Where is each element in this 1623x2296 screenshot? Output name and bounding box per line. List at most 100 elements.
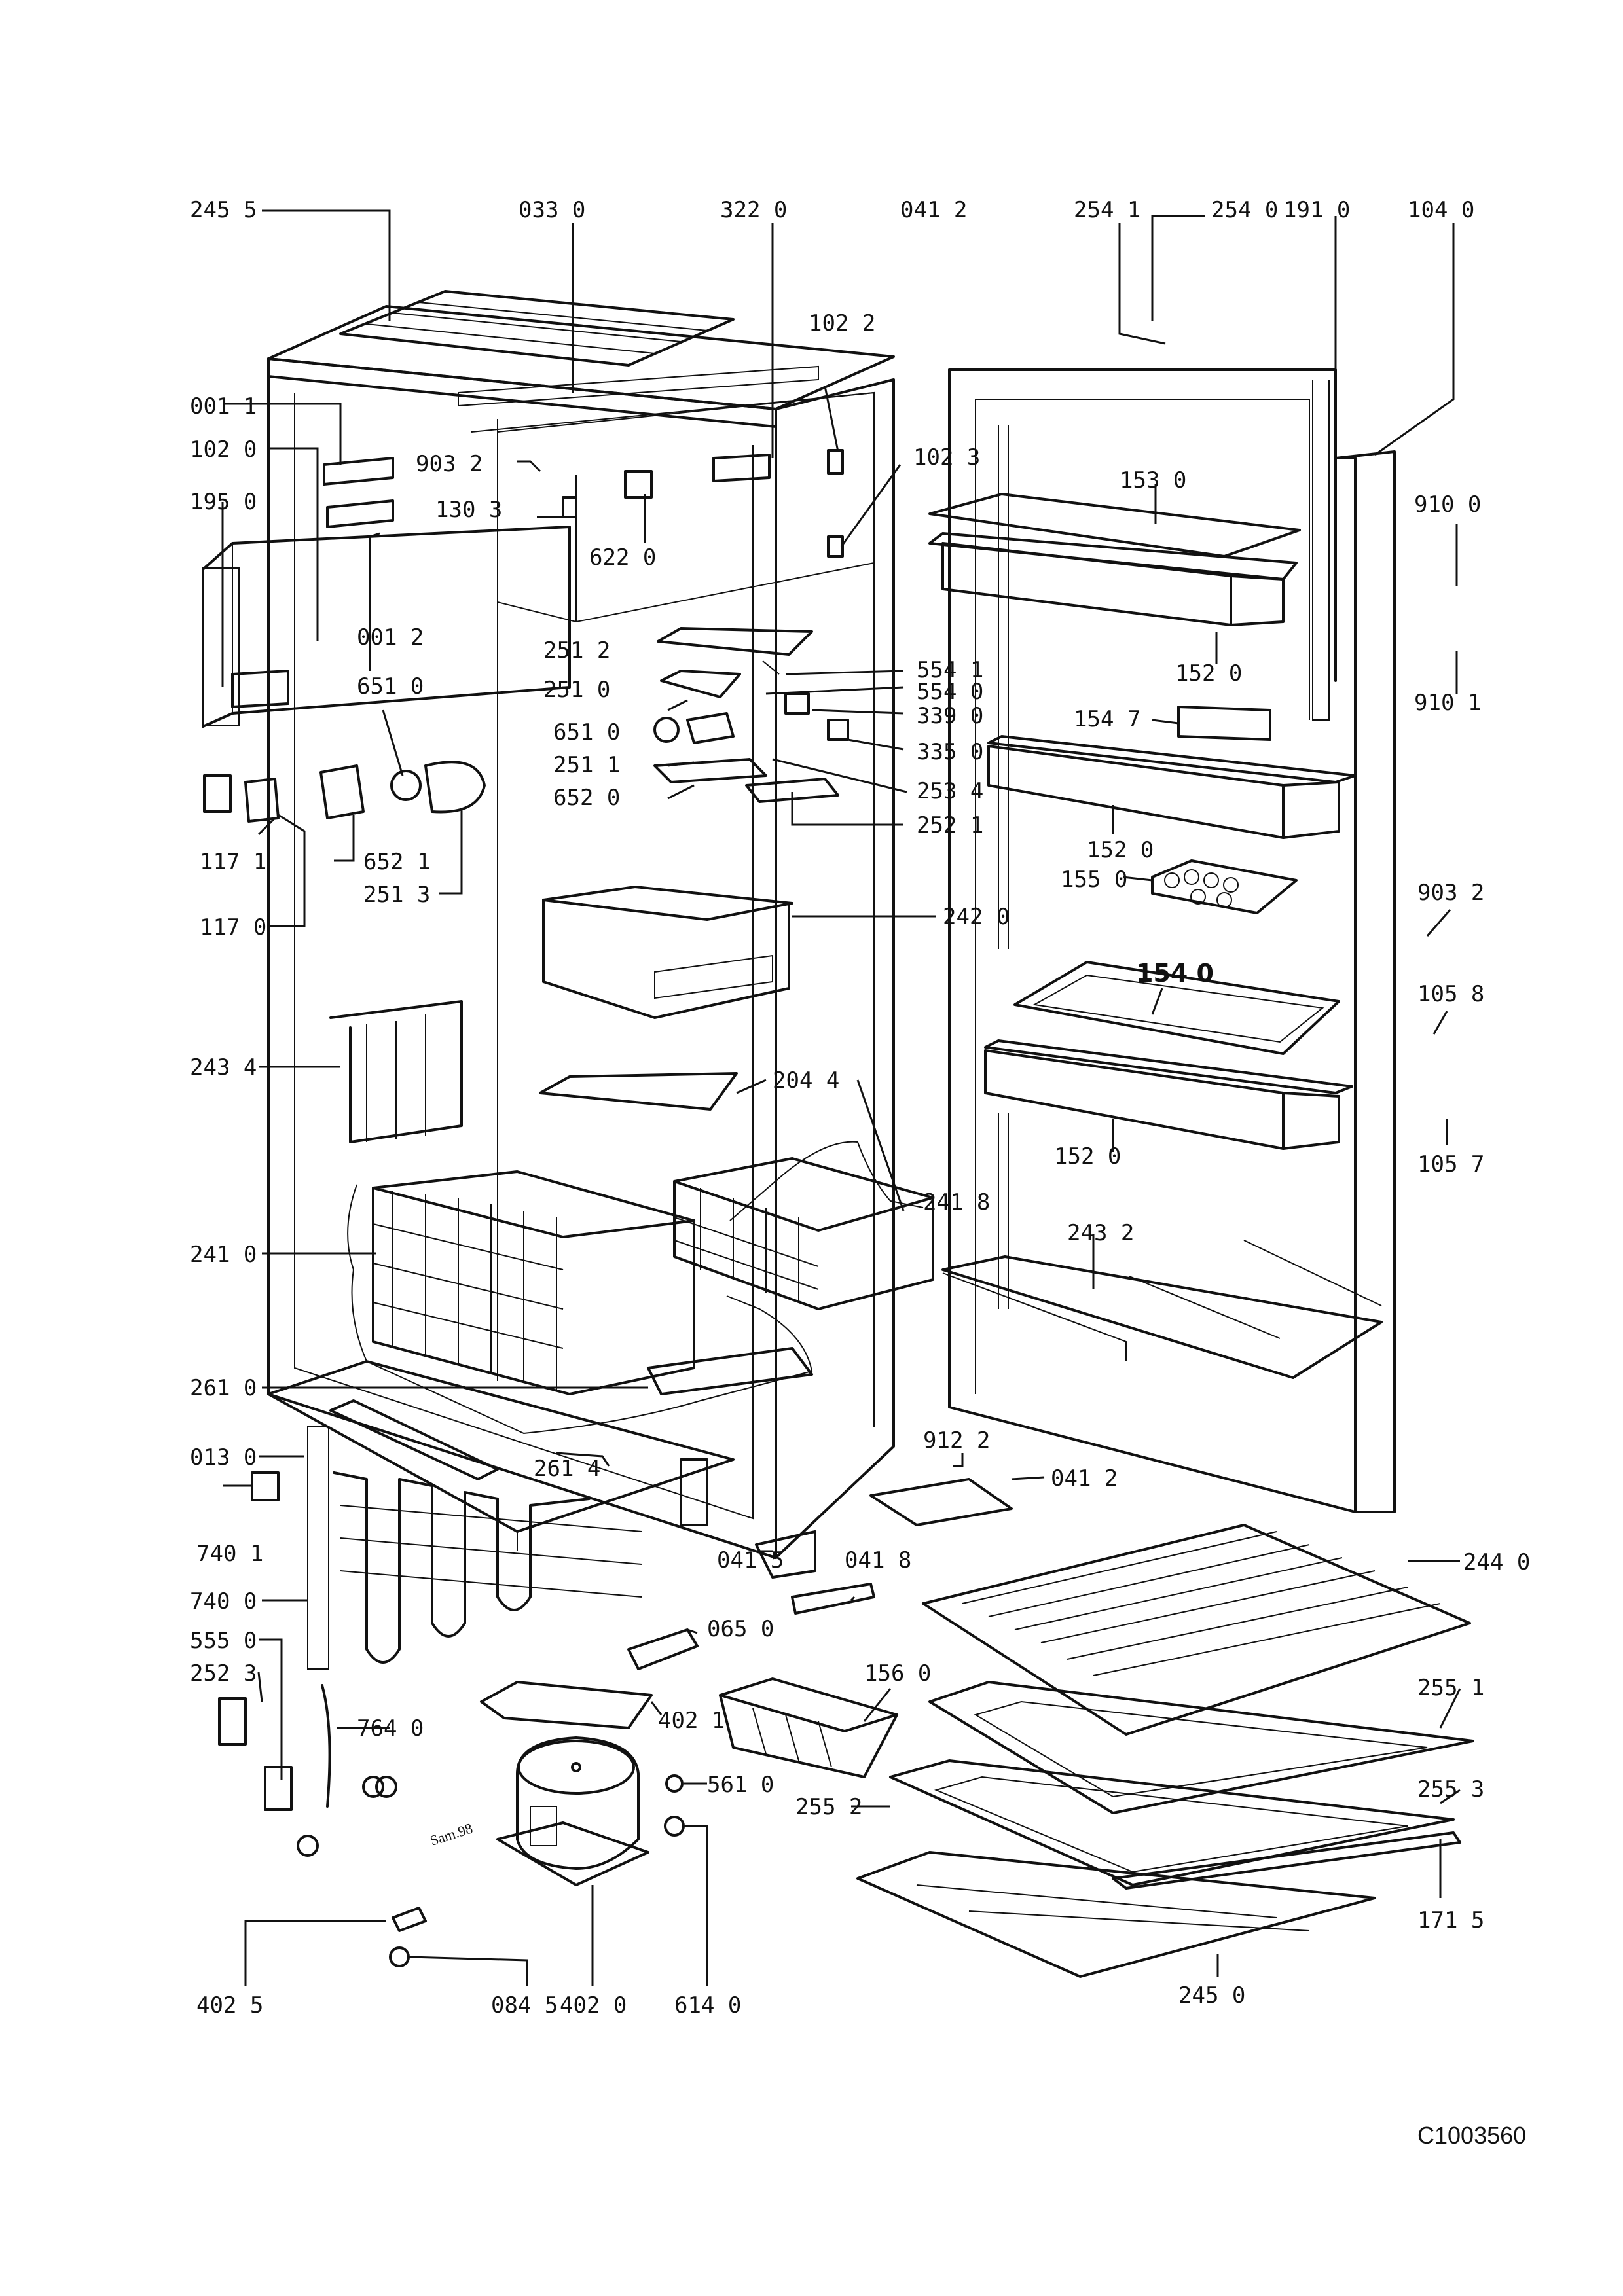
label-254-1: 254 1: [1074, 197, 1140, 223]
label-652-0: 652 0: [553, 785, 620, 811]
label-614-0: 614 0: [674, 1992, 741, 2018]
glass-shelf-2552: [889, 1759, 1455, 1886]
cabinet-body: [267, 290, 895, 1559]
label-154-0: 154 0: [1136, 959, 1214, 988]
label-322-0: 322 0: [720, 197, 787, 223]
label-152-0-top: 152 0: [1175, 660, 1242, 687]
label-104-0: 104 0: [1408, 197, 1474, 223]
label-102-0: 102 0: [190, 437, 257, 463]
label-910-1: 910 1: [1414, 690, 1481, 716]
label-041-2-top: 041 2: [900, 197, 967, 223]
door-bin-152-mid: [987, 735, 1357, 839]
label-253-4: 253 4: [917, 778, 983, 804]
label-652-1: 652 1: [363, 849, 430, 875]
label-153-0: 153 0: [1120, 467, 1186, 493]
label-156-0: 156 0: [864, 1660, 931, 1687]
label-252-1: 252 1: [917, 812, 983, 838]
label-013-0: 013 0: [190, 1444, 257, 1471]
strip-1715: [1112, 1831, 1461, 1890]
label-555-0: 555 0: [190, 1628, 257, 1654]
door-shelf-153: [928, 493, 1301, 558]
label-261-4: 261 4: [534, 1456, 600, 1482]
compressor-402: [496, 1736, 649, 1886]
label-041-5: 041 5: [717, 1547, 784, 1573]
label-130-3: 130 3: [435, 497, 502, 523]
top-cover-grill: [339, 290, 735, 367]
label-554-1: 554 1: [917, 657, 983, 683]
label-243-4: 243 4: [190, 1054, 257, 1081]
label-102-2: 102 2: [809, 310, 875, 336]
label-242-0: 242 0: [943, 904, 1010, 930]
label-105-8: 105 8: [1417, 981, 1484, 1007]
door-bin-152-top: [928, 532, 1298, 626]
label-903-2-right: 903 2: [1417, 880, 1484, 906]
label-117-0: 117 0: [200, 914, 266, 941]
label-910-0: 910 0: [1414, 492, 1481, 518]
butter-compartment-1547: [1177, 706, 1271, 741]
label-033-0: 033 0: [519, 197, 585, 223]
wire-basket-2418: [673, 1141, 934, 1310]
leader-lines: [221, 209, 1461, 1986]
label-152-0-low: 152 0: [1054, 1143, 1121, 1170]
label-254-0: 254 0: [1211, 197, 1278, 223]
condenser-coil: [307, 1426, 642, 1670]
label-554-0: 554 0: [917, 679, 983, 705]
label-651-0-right: 651 0: [553, 719, 620, 745]
filter-0650: [627, 1628, 699, 1670]
label-105-7: 105 7: [1417, 1151, 1484, 1177]
label-244-0: 244 0: [1463, 1549, 1530, 1575]
freezer-door-102: [202, 526, 571, 728]
reference-code: C1003560: [1417, 2122, 1526, 2149]
freezer-gasket-195: [202, 567, 240, 726]
hinge-001: [323, 457, 394, 528]
label-251-0: 251 0: [543, 677, 610, 703]
label-154-7: 154 7: [1074, 706, 1140, 732]
label-251-1: 251 1: [553, 752, 620, 778]
label-041-8: 041 8: [845, 1547, 911, 1573]
shelf-frame-2440: [922, 1524, 1471, 1736]
base-plate: [267, 1360, 735, 1551]
bottom-plate-2450: [856, 1851, 1376, 1978]
evaporator-parts: [562, 449, 844, 558]
label-245-5: 245 5: [190, 197, 257, 223]
label-255-1: 255 1: [1417, 1675, 1484, 1701]
label-171-5: 171 5: [1417, 1907, 1484, 1933]
label-065-0: 065 0: [707, 1616, 774, 1642]
label-204-4: 204 4: [773, 1067, 839, 1094]
light-housing-251: [657, 627, 813, 698]
label-251-3: 251 3: [363, 882, 430, 908]
label-651-0-left: 651 0: [357, 673, 424, 700]
egg-tray-155: [1151, 859, 1298, 914]
label-001-2: 001 2: [357, 624, 424, 651]
label-261-0: 261 0: [190, 1375, 257, 1401]
label-903-2-top: 903 2: [416, 451, 483, 477]
label-155-0: 155 0: [1061, 867, 1127, 893]
part-labels: 245 5 033 0 322 0 041 2 254 1 254 0 191 …: [190, 197, 1530, 2018]
label-740-0: 740 0: [190, 1588, 257, 1615]
label-402-5: 402 5: [196, 1992, 263, 2018]
cover-2434: [329, 1000, 463, 1143]
label-339-0: 339 0: [917, 703, 983, 729]
label-117-1: 117 1: [200, 849, 266, 875]
door-bin-152-low: [984, 1039, 1353, 1150]
label-152-0-mid: 152 0: [1087, 837, 1154, 863]
crisper-drawer-242: [542, 886, 793, 1019]
glass-shelf-2551: [928, 1681, 1474, 1814]
label-102-3: 102 3: [913, 444, 980, 471]
shelf-204: [539, 1072, 738, 1111]
label-241-0: 241 0: [190, 1242, 257, 1268]
label-255-3: 255 3: [1417, 1776, 1484, 1803]
label-001-1: 001 1: [190, 393, 257, 420]
control-knob-651: [319, 761, 486, 819]
label-084-5: 084 5: [491, 1992, 558, 2018]
wire-basket-241: [347, 1170, 813, 1435]
artist-signature: Sam.98: [428, 1820, 475, 1848]
door-outline: [948, 368, 1396, 1513]
label-622-0: 622 0: [589, 545, 656, 571]
label-764-0: 764 0: [357, 1715, 424, 1742]
label-252-3: 252 3: [190, 1660, 257, 1687]
label-255-2: 255 2: [795, 1794, 862, 1820]
thermostat-parts: [653, 660, 849, 803]
label-245-0: 245 0: [1178, 1982, 1245, 2009]
